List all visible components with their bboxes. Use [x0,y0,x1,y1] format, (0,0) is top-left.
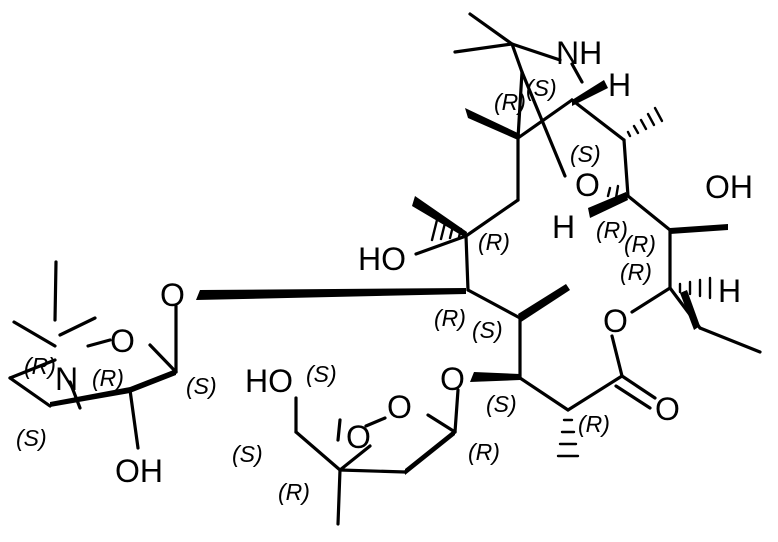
stereo-r-10: (R) [92,365,124,391]
stereo-r-1: (R) [494,89,526,115]
stereo-s-8: (S) [16,425,47,451]
atom-oh-right: OH [705,169,753,205]
stereo-s-7: (S) [186,373,217,399]
wedge-bonds [50,80,728,475]
atom-o-glyco-left: O [160,277,185,313]
atom-o-ring-ether: O [575,167,600,203]
atom-ho-center: HO [358,241,406,277]
atom-labels: NH H O H OH H HO O O O O O N OH HO O O [55,35,753,489]
hash-bonds [430,106,712,458]
stereo-s-2: (S) [570,141,601,167]
atom-o-desos-ring: O [110,323,135,359]
stereo-r-6: (R) [434,305,466,331]
atom-o-carbonyl: O [655,391,680,427]
atom-o-lactone: O [603,303,628,339]
stereo-r-9: (R) [278,479,310,505]
stereo-r-8: (R) [468,439,500,465]
atom-o-clad-methoxy: O [346,419,371,455]
stereo-s-5: (S) [232,441,263,467]
atom-o-clad-ring: O [387,389,412,425]
atom-h-right: H [718,273,741,309]
stereo-r-2: (R) [478,229,510,255]
atom-h-top: H [608,67,631,103]
atom-h-left: H [552,209,575,245]
atom-nh: NH [556,35,602,71]
stereo-labels: (S) (R) (S) (R) (R) (R) (R) (R) (S) (S) … [16,75,656,505]
stereo-r-3: (R) [596,217,628,243]
atom-o-glyco-right: O [440,361,465,397]
atom-ho-clad: HO [245,363,293,399]
stereo-s-4: (S) [486,391,517,417]
stereo-r-7: (R) [578,411,610,437]
stereo-s-1: (S) [526,75,557,101]
stereo-r-4: (R) [624,231,656,257]
stereo-r-5: (R) [620,259,652,285]
stereo-s-3: (S) [472,317,503,343]
atom-oh-desos: OH [115,453,163,489]
stereo-s-6: (S) [306,361,337,387]
stereo-r-11: (R) [24,353,56,379]
atom-n-desos: N [55,361,78,397]
